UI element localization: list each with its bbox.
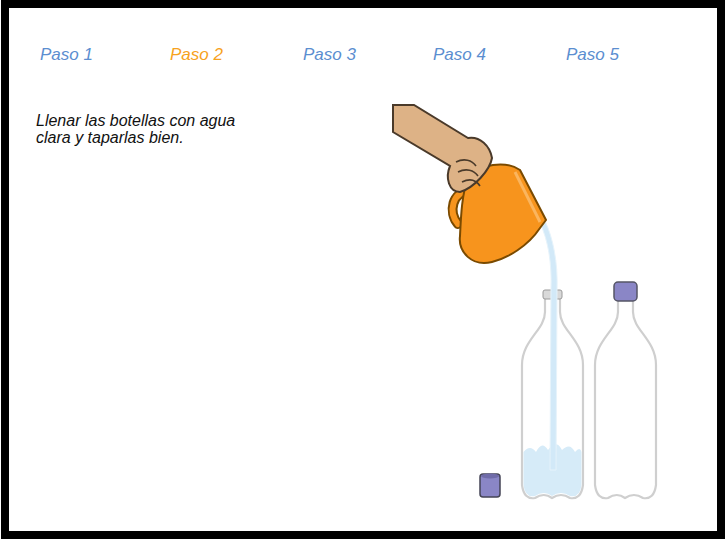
- instruction-text: Llenar las botellas con agua clara y tap…: [36, 112, 251, 146]
- bottle: [595, 298, 656, 498]
- step-tab: Paso 1: [40, 45, 130, 65]
- step-tab: Paso 4: [433, 45, 523, 65]
- hand: [393, 105, 492, 192]
- water-stream: [540, 221, 557, 470]
- cap-top: [481, 474, 499, 479]
- finger-lines: [456, 160, 480, 186]
- step-tab: Paso 3: [303, 45, 393, 65]
- loose-cap: [480, 474, 500, 497]
- step-tab: Paso 5: [566, 45, 656, 65]
- jug-rim: [515, 172, 540, 222]
- panel-frame: [5, 4, 721, 535]
- step-tab-active: Paso 2: [170, 45, 260, 65]
- bottle-cap: [614, 282, 637, 301]
